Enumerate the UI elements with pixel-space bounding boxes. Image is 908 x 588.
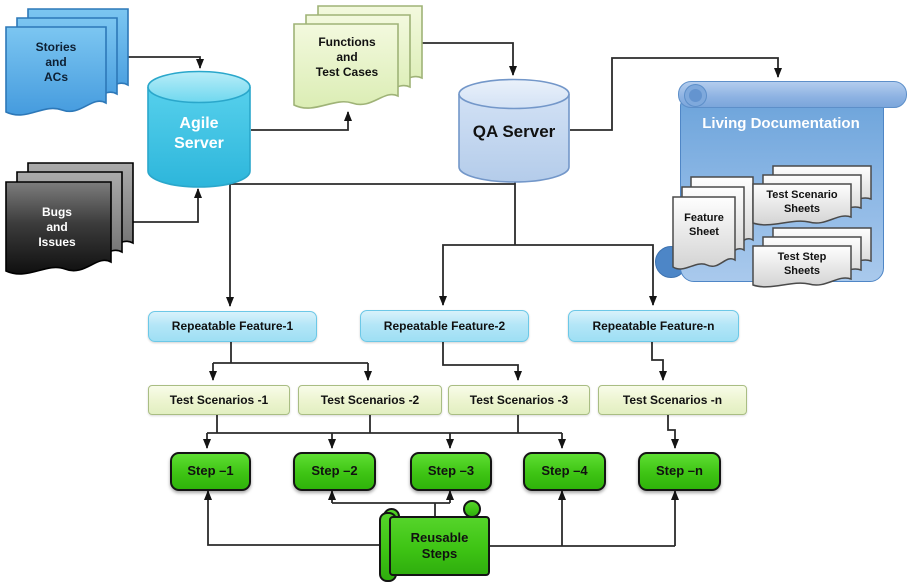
arrow-qa-to-featuren <box>515 244 657 306</box>
step-n-box: Step –n <box>638 452 721 491</box>
test-scenarios-3-box: Test Scenarios -3 <box>448 385 590 415</box>
bugs-doc-stack <box>5 162 134 275</box>
arrow-tsn-to-stepn <box>667 413 679 449</box>
test-step-sheets-label: Test Step Sheets <box>777 251 827 277</box>
feature-sheet-label: Feature Sheet <box>684 212 724 238</box>
agile-server-label: Agile Server <box>174 115 224 152</box>
bugs-label: Bugs and Issues <box>38 204 76 249</box>
repeatable-feature-1-box: Repeatable Feature-1 <box>148 311 317 342</box>
stories-doc-stack <box>5 8 129 116</box>
arrow-qa-to-livingdoc <box>570 57 782 131</box>
step-1-box: Step –1 <box>170 452 251 491</box>
reusable-steps-scroll: Reusable Steps <box>373 498 498 586</box>
step-2-box: Step –2 <box>293 452 376 491</box>
agile-server-cylinder <box>147 70 251 188</box>
repeatable-feature-2-box: Repeatable Feature-2 <box>360 310 529 342</box>
arrow-feature2-to-ts3 <box>442 340 522 381</box>
step-3-box: Step –3 <box>410 452 492 491</box>
feature-sheet-stack <box>672 176 754 270</box>
test-scenario-sheets-label: Test Scenario Sheets <box>766 189 838 215</box>
test-scenarios-2-box: Test Scenarios -2 <box>298 385 442 415</box>
arrow-bugs-to-agile <box>128 188 202 223</box>
test-scenario-sheets-stack <box>752 165 872 226</box>
living-documentation-title: Living Documentation <box>702 114 860 132</box>
arrow-qa-to-feature2 <box>439 244 515 306</box>
arrow-functions-to-qa <box>421 42 517 76</box>
functions-doc-stack <box>293 5 423 109</box>
arrow-reusable-to-step1 <box>204 490 380 546</box>
arrow-featuren-to-tsn <box>651 340 667 381</box>
qa-server-label: QA Server <box>472 122 556 142</box>
arrow-stories-to-agile <box>125 56 204 69</box>
qa-server-cylinder <box>458 78 570 183</box>
scroll-top-roll <box>678 81 907 108</box>
test-scenarios-n-box: Test Scenarios -n <box>598 385 747 415</box>
reusable-steps-label: Reusable Steps <box>389 516 490 576</box>
repeatable-feature-n-box: Repeatable Feature-n <box>568 310 739 342</box>
test-scenarios-1-box: Test Scenarios -1 <box>148 385 290 415</box>
scroll-top-curl-inner <box>689 89 702 102</box>
step-4-box: Step –4 <box>523 452 606 491</box>
stories-label: Stories and ACs <box>35 39 77 84</box>
functions-label: Functions and Test Cases <box>315 34 379 79</box>
test-step-sheets-stack <box>752 227 872 288</box>
arrow-agile-to-functions <box>251 111 352 131</box>
